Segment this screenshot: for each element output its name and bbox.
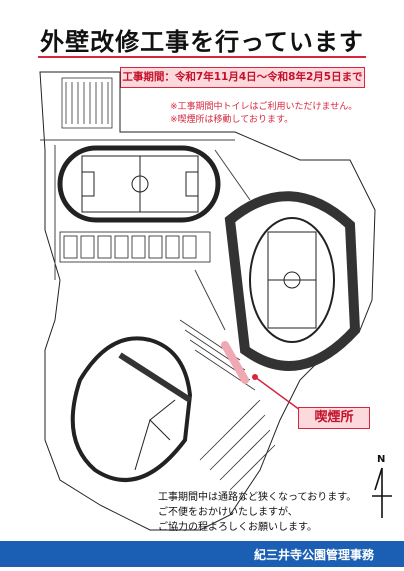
compass-north-label: N <box>377 454 386 465</box>
smoking-notice: ※喫煙所は移動しております。 <box>170 115 294 125</box>
construction-period-banner: 工事期間：令和7年11月4日～令和8年2月5日まで <box>120 67 365 88</box>
tennis-courts <box>59 231 211 263</box>
athletics-track <box>57 145 221 223</box>
info-message: 工事期間中は通路など狭くなっております。 ご不便をおかけいたしますが、 ご協力の… <box>158 490 356 535</box>
parking-area-north <box>61 77 113 129</box>
main-stadium <box>224 191 361 371</box>
baseball-stadium <box>70 336 193 482</box>
info-line: 工事期間中は通路など狭くなっております。 <box>158 492 357 503</box>
title-underline <box>38 56 366 58</box>
construction-zone-highlight <box>221 341 249 384</box>
info-line: ご不便をおかけいたしますが、 <box>158 507 298 518</box>
toilet-notice: ※工事期間中トイレはご利用いただけません。 <box>170 102 358 112</box>
footer-bar: 紀三井寺公園管理事務 <box>0 541 404 567</box>
page-title: 外壁改修工事を行っています <box>40 28 364 56</box>
smoking-area-pointer <box>252 374 301 411</box>
footer-office-name: 紀三井寺公園管理事務 <box>253 548 374 562</box>
park-boundary <box>39 71 376 531</box>
compass-arrow <box>372 467 392 518</box>
info-line: ご協力の程よろしくお願いします。 <box>158 522 317 533</box>
smoking-area-label: 喫煙所 <box>298 407 370 429</box>
